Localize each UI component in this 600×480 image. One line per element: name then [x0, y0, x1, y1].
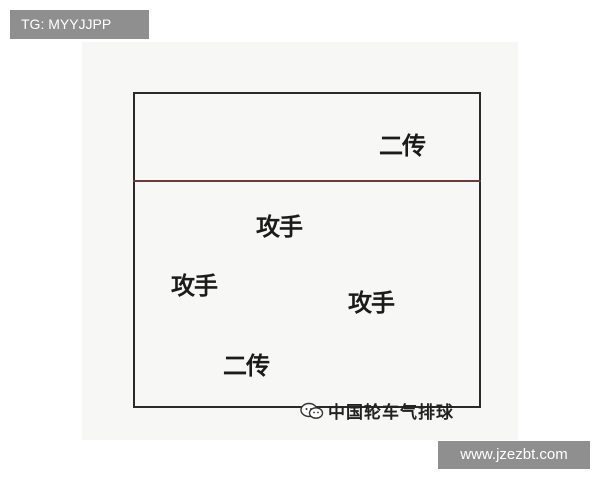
court-outline — [133, 92, 481, 408]
diagram-paper — [82, 42, 518, 440]
site-url-label: www.jzezbt.com — [438, 441, 590, 469]
wechat-icon — [300, 402, 324, 419]
net-line — [133, 180, 481, 182]
hitter-label: 攻手 — [256, 212, 303, 241]
watermark-text: 中国轮车气排球 — [328, 403, 454, 423]
setter-label-back: 二传 — [223, 351, 270, 380]
setter-label-front: 二传 — [379, 131, 426, 160]
hitter-label: 攻手 — [171, 271, 218, 300]
tg-handle-label: TG: MYYJJPP — [10, 10, 149, 39]
hitter-label: 攻手 — [348, 288, 395, 317]
watermark: 中国轮车气排球 — [300, 398, 454, 423]
